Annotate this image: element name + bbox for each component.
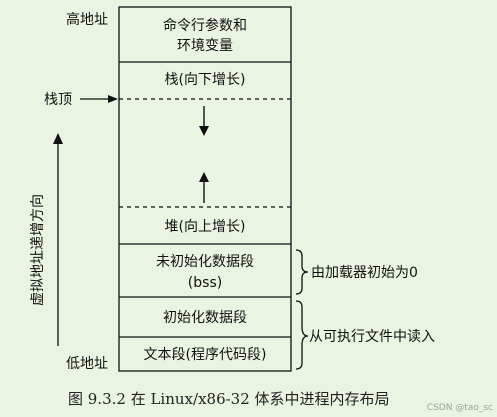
low-address-label: 低地址 <box>66 356 108 372</box>
loader-init-annotation: 由加载器初始为0 <box>311 264 418 281</box>
csdn-watermark: CSDN @tao_sc <box>427 403 493 413</box>
bss-brace-icon <box>295 249 309 295</box>
figure-caption: 图 9.3.2 在 Linux/x86-32 体系中进程内存布局 <box>68 390 390 408</box>
high-address-label: 高地址 <box>66 11 108 28</box>
exec-brace-icon <box>295 300 309 370</box>
stack-top-arrow-icon <box>80 95 118 103</box>
segment-data-label: 初始化数据段 <box>163 309 247 326</box>
segment-stack-label: 栈(向下增长) <box>165 72 246 88</box>
segment-bss-line2: (bss) <box>188 275 222 291</box>
vertical-axis-label: 虚拟地址递增方向 <box>30 194 46 306</box>
from-exec-annotation: 从可执行文件中读入 <box>309 328 435 345</box>
segment-heap-label: 堆(向上增长) <box>165 219 246 235</box>
segment-args-env-line1: 命令行参数和 <box>163 17 247 34</box>
address-increase-arrow-icon <box>53 133 63 346</box>
segment-text-label: 文本段(程序代码段) <box>144 347 267 363</box>
stack-grow-down-arrow-icon <box>199 106 209 136</box>
stack-top-label: 栈顶 <box>44 92 72 108</box>
segment-args-env-line2: 环境变量 <box>177 38 233 54</box>
memory-block-outline <box>118 6 292 372</box>
heap-grow-up-arrow-icon <box>199 172 209 203</box>
segment-bss-line1: 未初始化数据段 <box>156 253 254 270</box>
